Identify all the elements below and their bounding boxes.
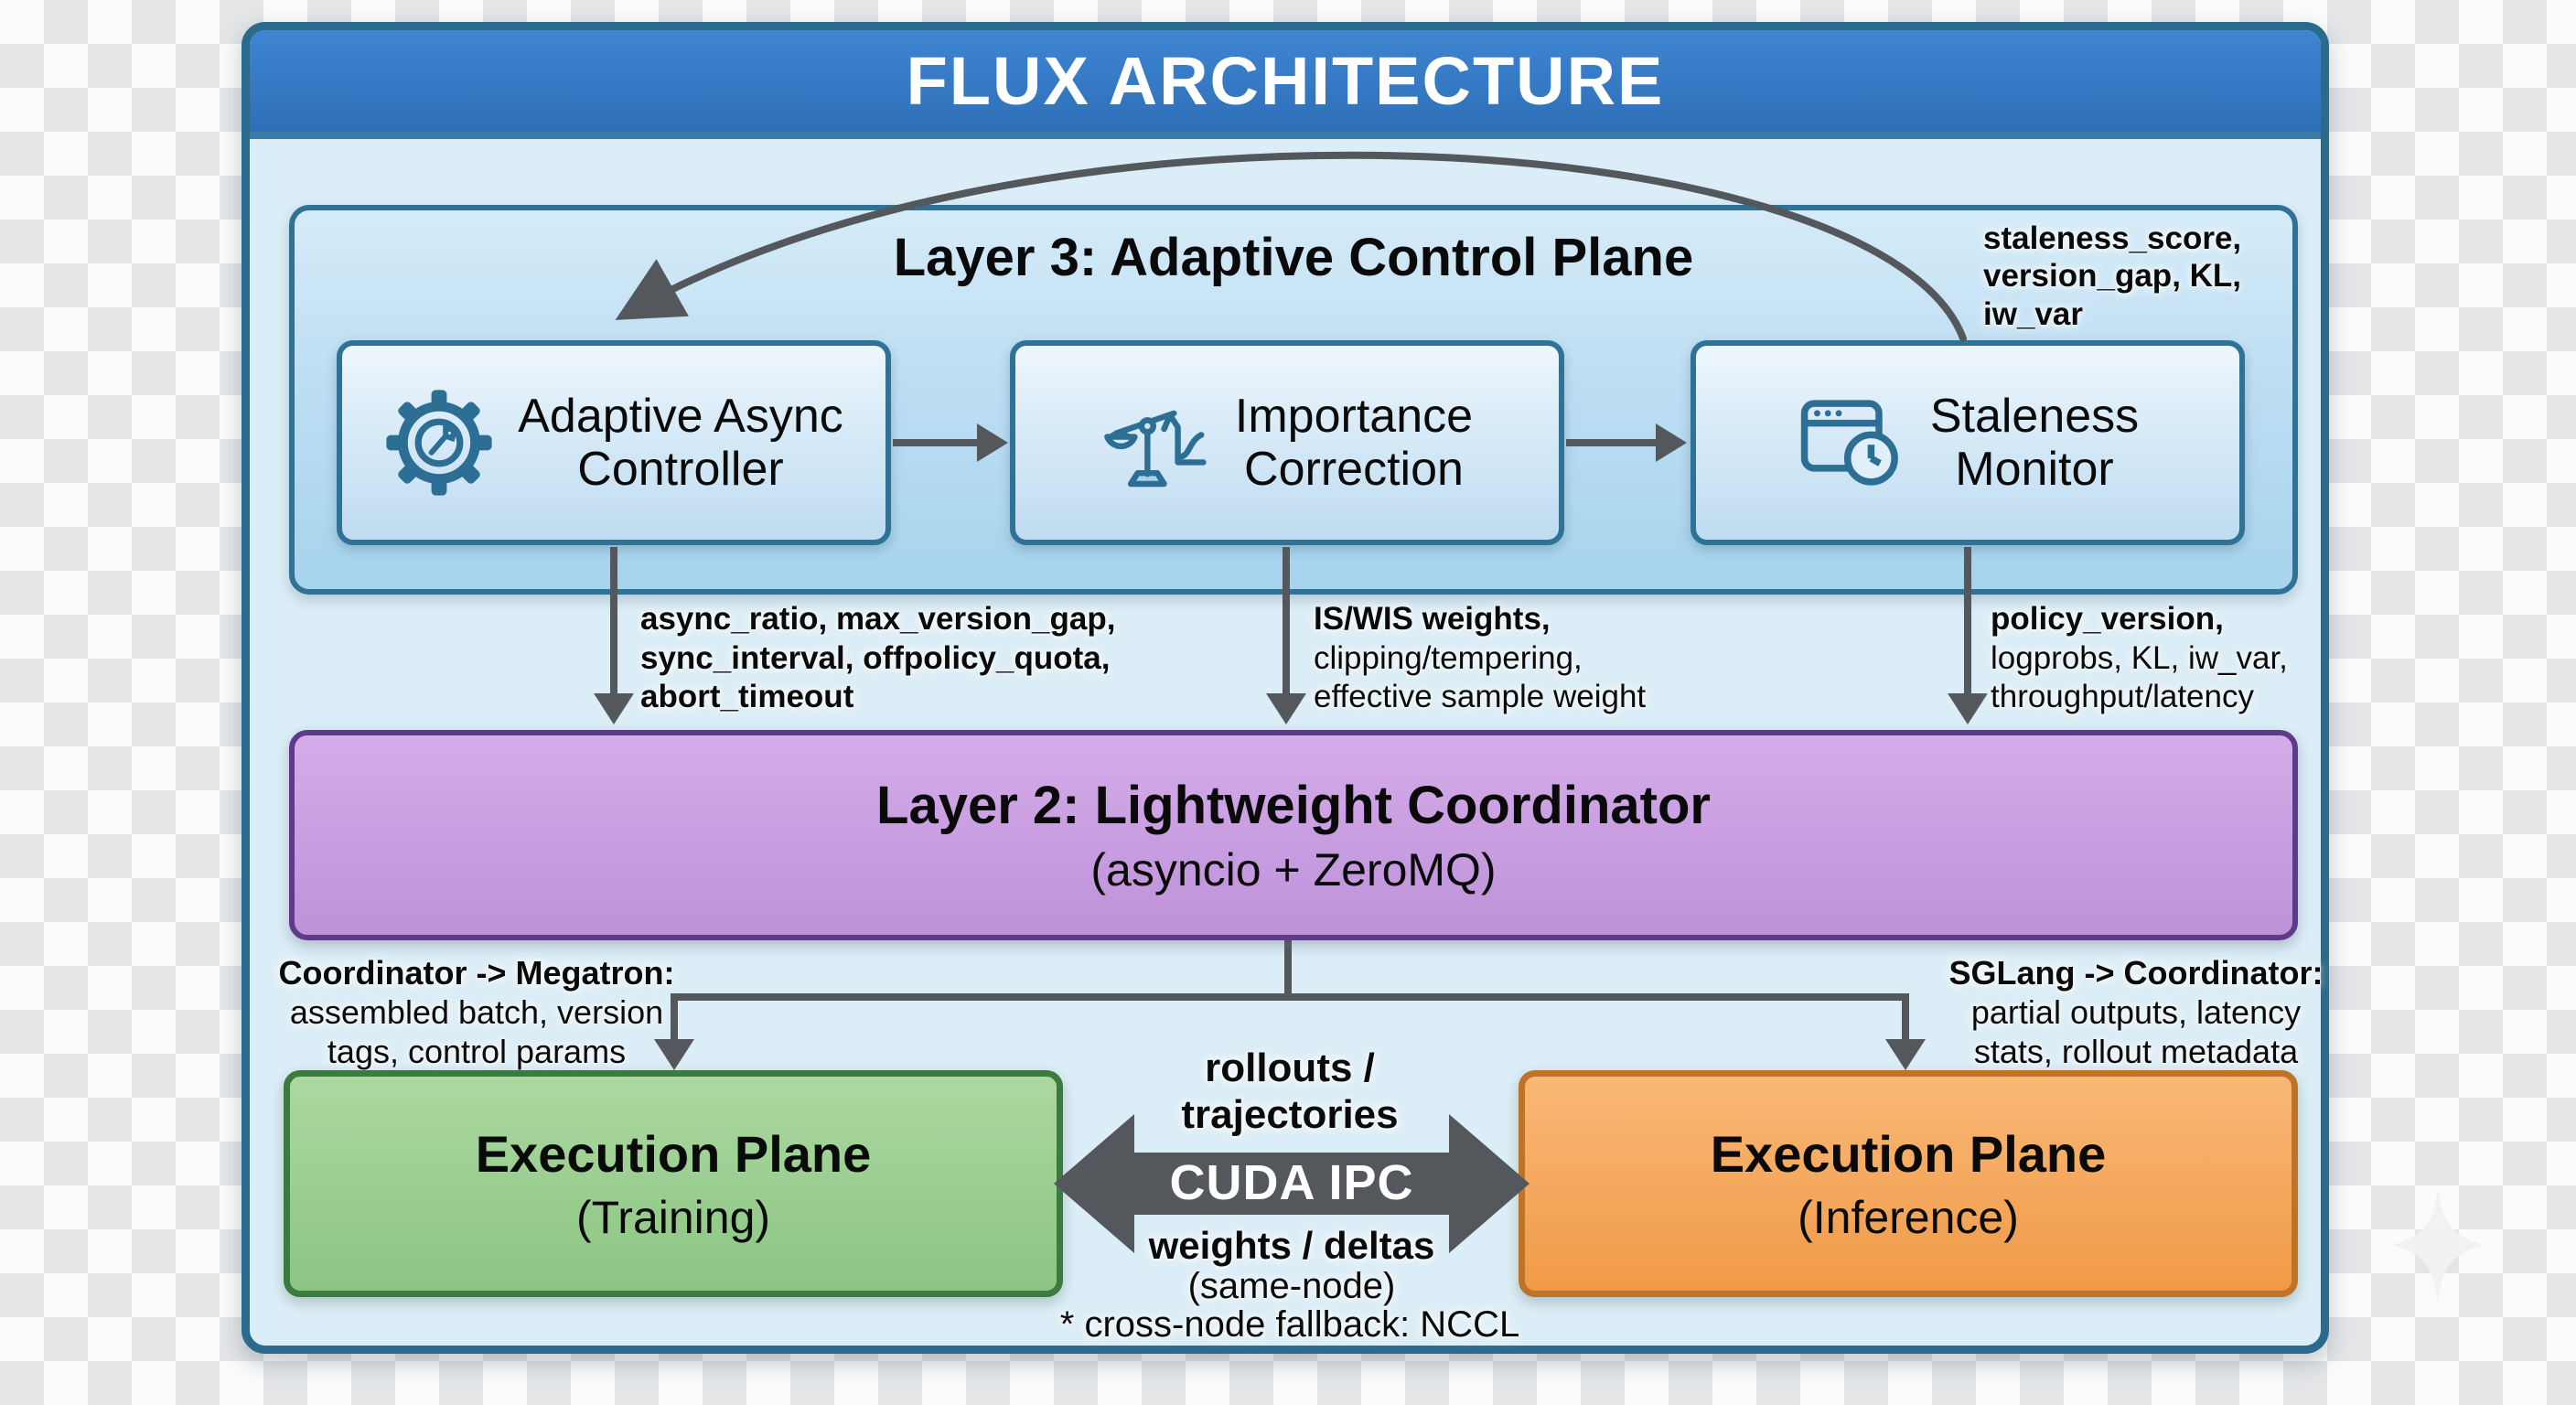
arrow-coordinator-to-training xyxy=(654,993,694,1070)
execution-plane-training-box: Execution Plane (Training) xyxy=(284,1070,1063,1297)
balance-scale-icon xyxy=(1101,392,1211,493)
rollouts-trajectories-label: rollouts / trajectories xyxy=(1181,1046,1399,1138)
box-label: Adaptive Async Controller xyxy=(518,389,843,496)
sparkle-watermark-icon xyxy=(2392,1187,2484,1303)
cuda-ipc-label: CUDA IPC xyxy=(1169,1155,1414,1210)
arrow-staleness-to-coordinator xyxy=(1948,547,1988,724)
feedback-annotation: staleness_score, version_gap, KL, iw_var xyxy=(1983,220,2242,332)
gear-wrench-icon xyxy=(384,388,494,498)
same-node-label: (same-node) xyxy=(1187,1266,1396,1306)
nccl-footnote: * cross-node fallback: NCCL xyxy=(1059,1304,1520,1345)
window-clock-icon xyxy=(1797,392,1906,493)
diagram-header: FLUX ARCHITECTURE xyxy=(250,30,2321,139)
importance-correction-box: Importance Correction xyxy=(1010,340,1564,545)
arrow-controller-to-importance xyxy=(893,424,1008,462)
sglang-to-coordinator-annotation: SGLang -> Coordinator: partial outputs, … xyxy=(1948,954,2324,1071)
execution-plane-inference-box: Execution Plane (Inference) xyxy=(1519,1070,2298,1297)
controller-params-annotation: async_ratio, max_version_gap, sync_inter… xyxy=(640,601,1116,715)
weights-deltas-label: weights / deltas xyxy=(1148,1224,1435,1267)
coordinator-branch-line xyxy=(674,993,1909,1001)
layer2-coordinator-box: Layer 2: Lightweight Coordinator (asynci… xyxy=(289,730,2298,940)
adaptive-async-controller-box: Adaptive Async Controller xyxy=(337,340,891,545)
box-label: Staleness Monitor xyxy=(1929,389,2140,496)
staleness-params-annotation: policy_version, logprobs, KL, iw_var, th… xyxy=(1991,601,2288,715)
importance-params-annotation: IS/WIS weights, clipping/tempering, effe… xyxy=(1314,601,1647,715)
arrow-importance-to-coordinator xyxy=(1266,547,1306,724)
page-title: FLUX ARCHITECTURE xyxy=(906,43,1665,119)
arrow-coordinator-to-inference xyxy=(1885,993,1926,1070)
arrow-controller-to-coordinator xyxy=(594,547,634,724)
layer2-title: Layer 2: Lightweight Coordinator xyxy=(876,775,1711,835)
cuda-ipc-double-arrow xyxy=(1054,1114,1530,1253)
box-label: Importance Correction xyxy=(1234,389,1474,496)
coordinator-to-megatron-annotation: Coordinator -> Megatron: assembled batch… xyxy=(278,954,675,1071)
coordinator-branch-stub xyxy=(1284,940,1292,997)
staleness-monitor-box: Staleness Monitor xyxy=(1690,340,2245,545)
arrow-importance-to-staleness xyxy=(1566,424,1687,462)
layer2-subtitle: (asyncio + ZeroMQ) xyxy=(1090,843,1497,896)
